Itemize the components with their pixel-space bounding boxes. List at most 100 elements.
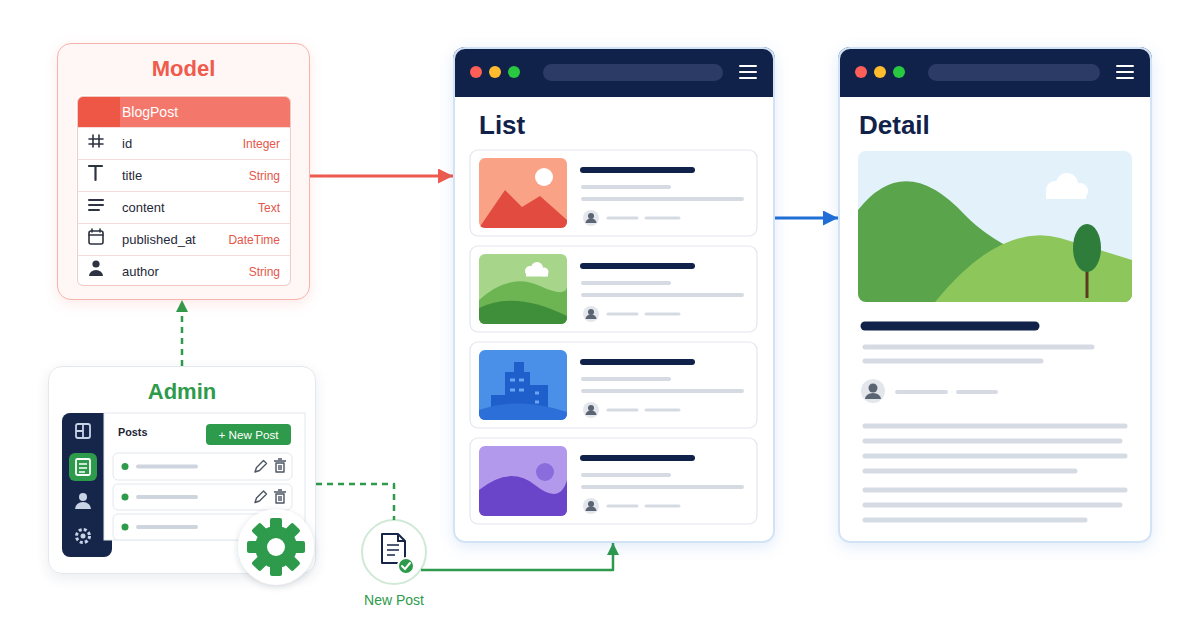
field-name: title <box>122 168 142 184</box>
list-window <box>453 47 775 97</box>
new-post-icon <box>402 563 410 569</box>
settings-gear <box>284 555 301 572</box>
field-type: String <box>249 265 280 279</box>
hero-image <box>858 181 1132 302</box>
detail-window <box>838 47 1152 543</box>
field-icons <box>89 270 103 276</box>
settings-gear <box>270 518 282 530</box>
field-type: DateTime <box>228 233 280 247</box>
field-row: id Integer <box>78 127 291 159</box>
detail-window <box>855 66 867 78</box>
new-post-icon <box>387 545 399 555</box>
model-panel <box>57 43 310 300</box>
detail-text-lines <box>865 347 1092 361</box>
list-window <box>543 64 723 81</box>
browser-window: List <box>453 47 775 543</box>
button-label: + New Post <box>206 424 291 445</box>
field-row: content Text <box>78 191 291 223</box>
hero-image <box>858 151 1132 302</box>
sidebar-icons <box>77 530 90 543</box>
flow-arrow <box>775 217 838 220</box>
detail-text-lines <box>865 393 881 399</box>
field-icons <box>89 200 103 210</box>
field-name: id <box>122 136 132 152</box>
detail-text-lines <box>869 384 878 393</box>
card-title: Admin <box>49 379 315 405</box>
field-icons <box>89 229 103 235</box>
settings-gear <box>238 509 314 585</box>
field-icons <box>89 231 103 244</box>
post-rows <box>122 524 129 531</box>
admin-panel <box>104 413 305 540</box>
field-icons <box>89 166 102 180</box>
card-image <box>526 271 548 277</box>
card-image <box>479 254 567 324</box>
flow-arrow <box>181 300 184 366</box>
card-image <box>536 463 554 481</box>
post-rows <box>255 491 267 503</box>
field-name: published_at <box>122 232 196 248</box>
table-header: BlogPost <box>78 97 290 127</box>
detail-text-lines <box>865 426 1125 520</box>
settings-gear <box>251 555 268 572</box>
list-window <box>508 66 520 78</box>
card-image <box>479 446 567 516</box>
card-image <box>510 380 539 402</box>
posts-panel: + New Post Posts <box>105 414 306 541</box>
flow-arrow <box>316 484 394 520</box>
field-type: Text <box>258 201 280 215</box>
field-row: title String <box>78 159 291 191</box>
detail-text-lines <box>897 390 996 394</box>
settings-gear <box>284 522 301 539</box>
card-image <box>479 476 567 516</box>
card-image <box>479 158 567 228</box>
field-name: author <box>122 264 159 280</box>
page-title: Detail <box>859 110 930 141</box>
new-post-node: New Post <box>358 520 430 610</box>
card-image <box>479 350 567 420</box>
sidebar-icons <box>75 502 91 509</box>
new-post-icon <box>398 534 405 541</box>
post-rows <box>122 463 129 470</box>
settings-gear <box>255 526 297 568</box>
hero-image <box>1073 224 1101 272</box>
field-type: String <box>249 169 280 183</box>
sidebar-icons <box>79 493 87 501</box>
flow-arrow <box>421 543 613 570</box>
card-image <box>479 190 567 228</box>
admin-panel <box>48 366 316 574</box>
list-window <box>453 47 775 543</box>
list-window <box>470 66 482 78</box>
settings-gear <box>247 518 305 576</box>
post-rows <box>138 467 196 528</box>
sidebar-icons <box>81 534 86 539</box>
sidebar-icons <box>76 424 90 438</box>
detail-window <box>1117 66 1133 78</box>
post-card <box>470 438 757 524</box>
field-name: content <box>122 200 165 216</box>
sidebar-icons <box>69 453 97 481</box>
list-window <box>740 66 756 78</box>
new-post-icon <box>362 520 426 584</box>
sidebar-icons <box>69 424 97 543</box>
card-image <box>535 168 553 186</box>
detail-window <box>893 66 905 78</box>
post-rows <box>274 459 286 472</box>
field-icons <box>92 260 99 267</box>
post-card <box>470 246 757 332</box>
hero-image <box>1046 190 1086 199</box>
settings-gear <box>247 541 259 553</box>
post-rows <box>255 459 286 503</box>
card-image <box>479 281 567 324</box>
detail-text-lines <box>865 322 1035 331</box>
admin-card: + New Post Posts Admin <box>48 366 316 574</box>
field-icons <box>89 135 103 147</box>
card-image <box>514 362 524 374</box>
list-window <box>453 47 775 543</box>
settings-gear <box>251 522 268 539</box>
field-type: Integer <box>243 137 280 151</box>
list-window <box>489 66 501 78</box>
panel-title: Posts <box>118 426 147 439</box>
